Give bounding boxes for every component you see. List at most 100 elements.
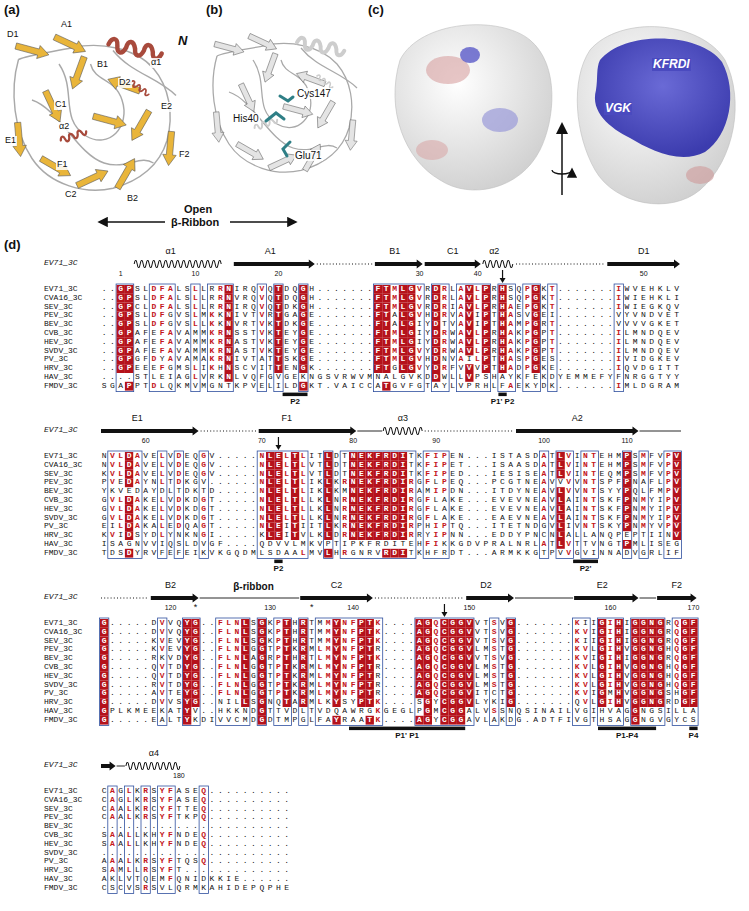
conserved-cell <box>415 672 423 681</box>
structure-label: D2 <box>480 581 492 591</box>
conserved-cell <box>623 452 631 461</box>
sequence-name: HAV_3C <box>44 707 73 716</box>
conserved-cell <box>357 531 365 540</box>
conserved-cell <box>424 654 432 663</box>
conserved-cell <box>125 329 133 338</box>
conserved-cell <box>465 654 473 663</box>
conserved-cell <box>399 496 407 505</box>
sequence-name: HEV_3C <box>44 505 73 514</box>
conserved-cell <box>689 681 697 690</box>
conserved-cell <box>656 619 664 628</box>
conserved-cell <box>656 645 664 654</box>
conserved-cell <box>225 285 233 294</box>
sequence: ....................... <box>100 849 291 858</box>
sequence: GVLDAKELVDKDGT.....NLELTLLKLNRNEKFRDIRGF… <box>100 505 681 514</box>
conserved-cell <box>357 681 365 690</box>
conserved-cell <box>673 452 681 461</box>
conserved-cell <box>266 496 274 505</box>
sequence-name: FMDV_3C <box>44 884 78 893</box>
conserved-cell <box>615 672 623 681</box>
conserved-cell <box>374 338 382 347</box>
conserved-cell <box>125 338 133 347</box>
structure-label: A2 <box>572 414 583 424</box>
conserved-cell <box>532 329 540 338</box>
conserved-cell <box>399 294 407 303</box>
conserved-cell <box>689 645 697 654</box>
conserved-cell <box>366 461 374 470</box>
conserved-cell <box>225 311 233 320</box>
conserved-cell <box>241 698 249 707</box>
strand-label: A1 <box>60 20 73 30</box>
conserved-cell <box>291 461 299 470</box>
conserved-cell <box>424 645 432 654</box>
gap-dots <box>317 264 373 265</box>
conserved-cell <box>283 619 291 628</box>
beta-strand-arrow <box>466 594 514 603</box>
conserved-cell <box>357 654 365 663</box>
conserved-cell <box>598 681 606 690</box>
conserved-cell <box>366 487 374 496</box>
conserved-cell <box>640 672 648 681</box>
site-bar <box>598 727 656 731</box>
beta-strand-arrow <box>574 594 638 603</box>
conserved-cell <box>640 645 648 654</box>
gap-dots <box>425 431 514 432</box>
strand-label: F1 <box>56 160 69 170</box>
rotation-arrow <box>552 170 572 174</box>
conserved-cell <box>117 320 125 329</box>
conserved-cell <box>357 689 365 698</box>
conserved-cell <box>457 698 465 707</box>
conserved-cell <box>498 329 506 338</box>
conserved-cell <box>673 531 681 540</box>
conserved-cell <box>656 654 664 663</box>
conserved-cell <box>424 716 432 725</box>
conserved-cell <box>183 716 191 725</box>
helix-coil <box>126 762 180 770</box>
gap-dots <box>201 431 257 432</box>
conserved-cell <box>374 311 382 320</box>
conserved-cell <box>507 628 515 637</box>
conserved-cell <box>100 645 108 654</box>
sequence-name: SEV_3C <box>44 470 73 479</box>
conserved-cell <box>374 487 382 496</box>
conserved-cell <box>623 478 631 487</box>
conserved-cell <box>391 514 399 523</box>
conserved-cell <box>274 522 282 531</box>
strand-label: D2 <box>118 78 132 88</box>
conserved-cell <box>507 637 515 646</box>
conserved-cell <box>656 698 664 707</box>
conserved-cell <box>415 619 423 628</box>
conserved-cell <box>482 285 490 294</box>
helix-coil <box>134 260 221 268</box>
residue-number: 170 <box>688 604 700 612</box>
conserved-cell <box>366 672 374 681</box>
sequence: G.....DVVSYG..NILLSGNQTARMLKYSYPTK....SG… <box>100 698 697 707</box>
conserved-cell <box>183 663 191 672</box>
similarity-frame <box>622 451 631 559</box>
panel-label: (a) <box>4 3 20 17</box>
conserved-cell <box>332 645 340 654</box>
conserved-cell <box>482 311 490 320</box>
similarity-frame <box>257 451 308 559</box>
sequence-name: CVA16_3C <box>44 294 82 303</box>
conserved-cell <box>357 496 365 505</box>
similarity-frame <box>631 618 665 726</box>
conserved-cell <box>241 672 249 681</box>
conserved-cell <box>100 689 108 698</box>
conserved-cell <box>449 637 457 646</box>
conserved-cell <box>100 628 108 637</box>
conserved-cell <box>424 672 432 681</box>
conserved-cell <box>366 637 374 646</box>
conserved-cell <box>241 654 249 663</box>
conserved-cell <box>399 329 407 338</box>
helix-label: α2 <box>58 122 70 132</box>
asterisk: * <box>310 603 314 613</box>
conserved-cell <box>366 478 374 487</box>
conserved-cell <box>274 355 282 364</box>
conserved-cell <box>615 689 623 698</box>
conserved-cell <box>324 478 332 487</box>
conserved-cell <box>615 663 623 672</box>
conserved-cell <box>299 637 307 646</box>
sequence-name: HRV_3C <box>44 364 73 373</box>
conserved-cell <box>465 637 473 646</box>
